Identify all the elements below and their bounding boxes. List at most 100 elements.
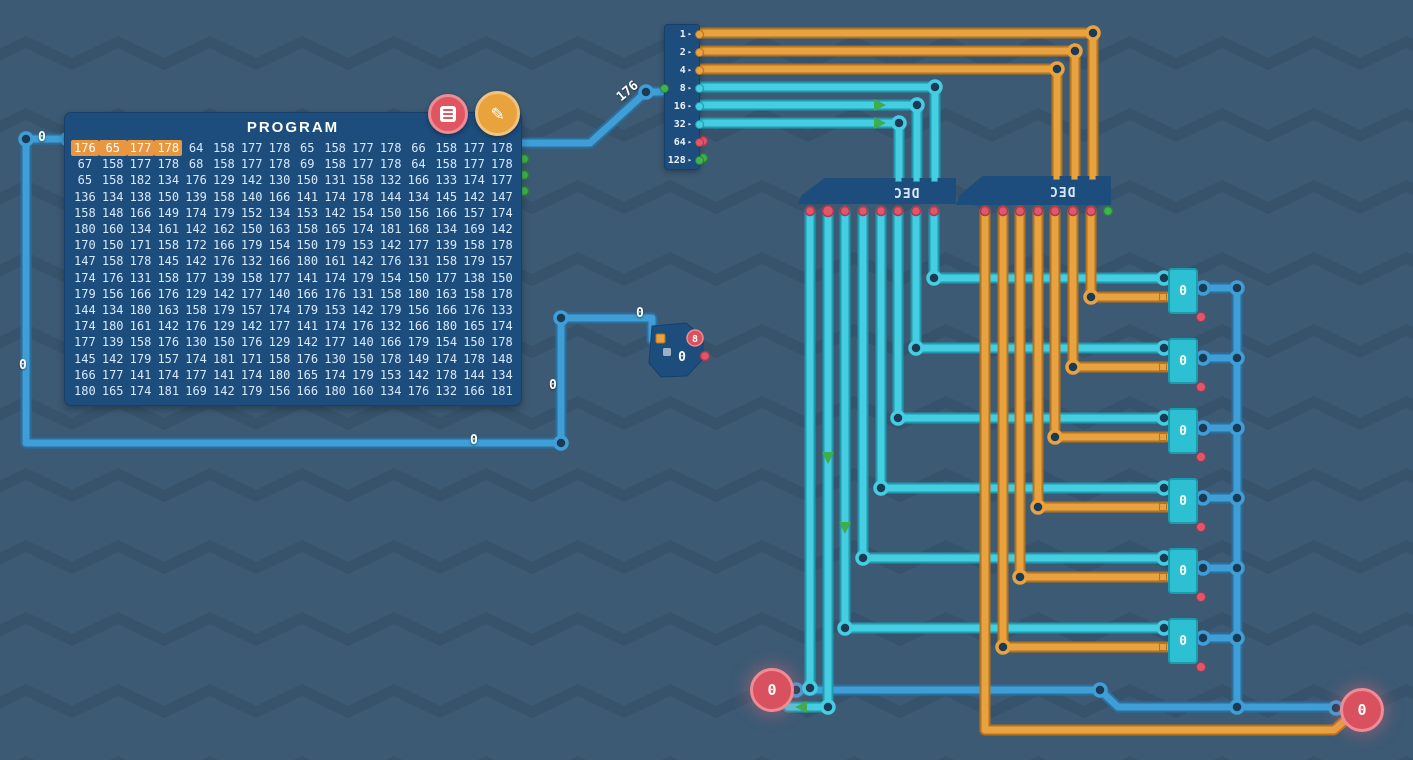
register[interactable]: 0 — [1150, 338, 1212, 400]
program-cell[interactable]: 147 — [491, 189, 513, 204]
program-cell[interactable]: 132 — [435, 384, 458, 399]
program-cell[interactable]: 177 — [463, 157, 485, 172]
program-cell[interactable]: 142 — [463, 189, 485, 204]
program-cell[interactable]: 142 — [352, 254, 374, 269]
program-cell[interactable]: 169 — [463, 222, 485, 237]
program-cell[interactable]: 141 — [296, 189, 319, 204]
program-cell[interactable]: 161 — [157, 222, 180, 237]
program-cell[interactable]: 157 — [157, 351, 180, 366]
program-cell[interactable]: 166 — [74, 367, 96, 382]
decoder-2[interactable]: DEC — [956, 176, 1111, 205]
program-cell[interactable]: 180 — [296, 254, 319, 269]
program-cell[interactable]: 174 — [435, 351, 458, 366]
program-cell[interactable]: 174 — [491, 205, 513, 220]
program-cell[interactable]: 179 — [379, 303, 402, 318]
program-cell[interactable]: 134 — [407, 189, 430, 204]
program-cell[interactable]: 142 — [157, 319, 180, 334]
splitter-pin-row[interactable]: 4▸ — [665, 61, 704, 79]
program-cell[interactable]: 178 — [352, 189, 374, 204]
program-cell[interactable]: 178 — [491, 157, 513, 172]
program-cell[interactable]: 158 — [213, 157, 235, 172]
program-cell[interactable]: 158 — [435, 157, 458, 172]
program-cell[interactable]: 174 — [324, 189, 346, 204]
splitter-pin-row[interactable]: 1▸ — [665, 25, 704, 43]
program-cell[interactable]: 158 — [435, 141, 458, 155]
wire-bit16-to-dec1[interactable] — [696, 101, 921, 184]
program-cell[interactable]: 177 — [185, 367, 207, 382]
program-cell[interactable]: 179 — [296, 303, 319, 318]
program-cell[interactable]: 64 — [188, 141, 204, 155]
program-cell[interactable]: 179 — [352, 367, 374, 382]
program-cell[interactable]: 171 — [129, 238, 152, 253]
program-cell[interactable]: 180 — [268, 367, 291, 382]
program-cell[interactable]: 131 — [129, 270, 152, 285]
splitter-output-pin[interactable] — [695, 47, 704, 57]
program-cell[interactable]: 177 — [126, 140, 155, 157]
program-cell[interactable]: 166 — [379, 335, 402, 350]
program-cell[interactable]: 139 — [435, 238, 458, 253]
decoder-input-pin[interactable] — [895, 178, 902, 182]
program-cell[interactable]: 134 — [379, 384, 402, 399]
program-cell[interactable]: 176 — [324, 286, 346, 301]
program-cell[interactable]: 177 — [101, 367, 124, 382]
program-cell[interactable]: 165 — [101, 384, 124, 399]
program-cell[interactable]: 148 — [101, 205, 124, 220]
program-cell[interactable]: 158 — [157, 270, 180, 285]
program-cell[interactable]: 67 — [77, 157, 93, 172]
program-cell[interactable]: 174 — [185, 351, 207, 366]
register-out-pin[interactable] — [1196, 662, 1206, 672]
program-cell[interactable]: 180 — [435, 319, 458, 334]
program-cell[interactable]: 177 — [268, 319, 291, 334]
wire-program-to-splitter[interactable] — [517, 88, 666, 147]
program-cell[interactable]: 145 — [157, 254, 180, 269]
program-cell[interactable]: 163 — [268, 222, 291, 237]
program-cell[interactable]: 150 — [491, 270, 513, 285]
program-cell[interactable]: 157 — [463, 205, 485, 220]
program-cell[interactable]: 174 — [324, 319, 346, 334]
program-cell[interactable]: 166 — [407, 319, 430, 334]
program-cell[interactable]: 174 — [185, 205, 207, 220]
program-cell[interactable]: 158 — [101, 254, 124, 269]
program-cell[interactable]: 141 — [213, 367, 235, 382]
program-cell[interactable]: 132 — [240, 254, 263, 269]
register-box[interactable]: 0 — [1168, 268, 1198, 314]
program-cell[interactable]: 129 — [268, 335, 291, 350]
program-cell[interactable]: 158 — [213, 189, 235, 204]
splitter-output-pin[interactable] — [695, 29, 704, 39]
program-cell[interactable]: 158 — [213, 141, 235, 155]
program-cell[interactable]: 154 — [352, 205, 374, 220]
register-load-pin[interactable] — [1159, 643, 1167, 651]
program-cell[interactable]: 150 — [296, 238, 319, 253]
splitter-pin-row[interactable]: 2▸ — [665, 43, 704, 61]
counter-sub-pin[interactable] — [663, 348, 671, 356]
program-cell[interactable]: 144 — [379, 189, 402, 204]
program-cell[interactable]: 177 — [352, 157, 374, 172]
program-cell[interactable]: 142 — [379, 238, 402, 253]
program-cell[interactable]: 145 — [435, 189, 458, 204]
program-cell[interactable]: 153 — [296, 205, 319, 220]
program-cell[interactable]: 166 — [463, 384, 485, 399]
program-cell[interactable]: 179 — [240, 384, 263, 399]
program-cell[interactable]: 166 — [435, 303, 458, 318]
program-cell[interactable]: 166 — [268, 254, 291, 269]
program-cell[interactable]: 181 — [213, 351, 235, 366]
program-cell[interactable]: 178 — [491, 335, 513, 350]
wire-junction-nodes[interactable] — [18, 25, 1344, 716]
program-cell[interactable]: 174 — [74, 270, 96, 285]
splitter-pin-row[interactable]: 32▸ — [665, 115, 704, 133]
program-cell[interactable]: 140 — [352, 335, 374, 350]
program-cell[interactable]: 142 — [352, 303, 374, 318]
program-cell[interactable]: 158 — [352, 173, 374, 188]
program-cell[interactable]: 158 — [324, 157, 346, 172]
program-cell[interactable]: 178 — [129, 254, 152, 269]
splitter-pin-row[interactable]: 64▸ — [665, 133, 704, 151]
program-cell[interactable]: 138 — [129, 189, 152, 204]
program-cell[interactable]: 158 — [101, 157, 124, 172]
program-cell[interactable]: 174 — [74, 319, 96, 334]
program-cell[interactable]: 176 — [101, 270, 124, 285]
program-cell[interactable]: 162 — [213, 222, 235, 237]
program-cell[interactable]: 174 — [268, 303, 291, 318]
program-cell[interactable]: 129 — [185, 286, 207, 301]
program-cell[interactable]: 174 — [324, 270, 346, 285]
program-cell[interactable]: 166 — [129, 286, 152, 301]
